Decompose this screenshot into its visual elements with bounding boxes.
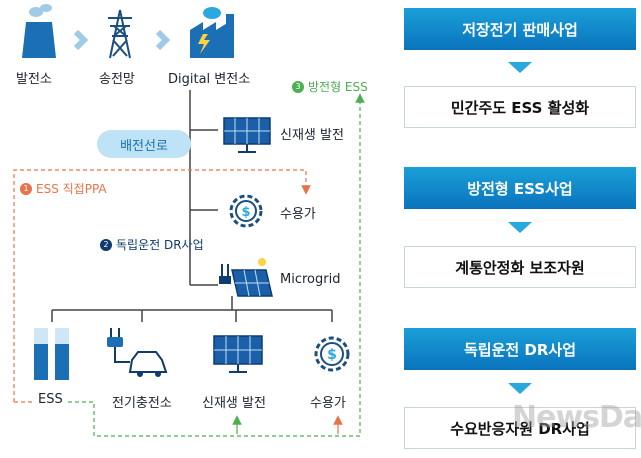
distribution-line-badge: 배전선로	[97, 130, 191, 158]
consumer-bottom-label: 수용가	[310, 396, 346, 411]
consumer-branch-label: 수용가	[280, 207, 316, 222]
chevron-right-icon	[73, 29, 89, 51]
business-title-box: 방전형 ESS사업	[404, 167, 636, 209]
business-detail-box: 수요반응자원 DR사업	[404, 407, 636, 449]
down-arrow-icon	[508, 383, 532, 394]
transmission-label: 송전망	[99, 72, 135, 87]
business-detail-box: 민간주도 ESS 활성화	[404, 86, 636, 128]
substation-factory-icon	[190, 7, 234, 58]
discharge-ess-path	[68, 93, 365, 437]
solar-panel-icon	[213, 335, 263, 373]
gear-dollar-icon: $	[314, 336, 350, 372]
business-detail-box: 계통안정화 보조자원	[404, 246, 636, 288]
transmission-tower-icon	[108, 9, 132, 59]
microgrid-icon	[219, 258, 273, 297]
newsda-watermark: NewsDa	[512, 400, 641, 435]
step-number-badge: 3	[292, 80, 304, 93]
step-number-badge: 2	[100, 238, 112, 251]
ev-charging-icon	[107, 328, 168, 377]
step-number-badge: 1	[20, 182, 32, 195]
business-title-box: 저장전기 판매사업	[404, 8, 636, 50]
ess-label: ESS	[38, 392, 63, 407]
ess-direct-ppa-path	[13, 169, 311, 402]
gear-dollar-icon: $	[229, 194, 263, 228]
substation-label: Digital 변전소	[168, 72, 251, 87]
svg-text:$: $	[327, 347, 337, 363]
microgrid-label: Microgrid	[280, 272, 341, 287]
svg-text:$: $	[241, 205, 250, 220]
power-plant-label: 발전소	[16, 72, 52, 87]
renewable-bottom-label: 신재생 발전	[202, 396, 266, 411]
down-arrow-icon	[508, 62, 532, 73]
ev-charging-label: 전기충전소	[112, 396, 172, 411]
ess-battery-icon	[34, 328, 69, 380]
down-arrow-icon	[508, 222, 532, 233]
solar-panel-icon	[223, 117, 271, 153]
renewable-branch-label: 신재생 발전	[280, 128, 344, 143]
business-title-box: 독립운전 DR사업	[404, 328, 636, 370]
power-plant-icon	[22, 4, 56, 58]
chevron-right-icon	[155, 29, 171, 51]
